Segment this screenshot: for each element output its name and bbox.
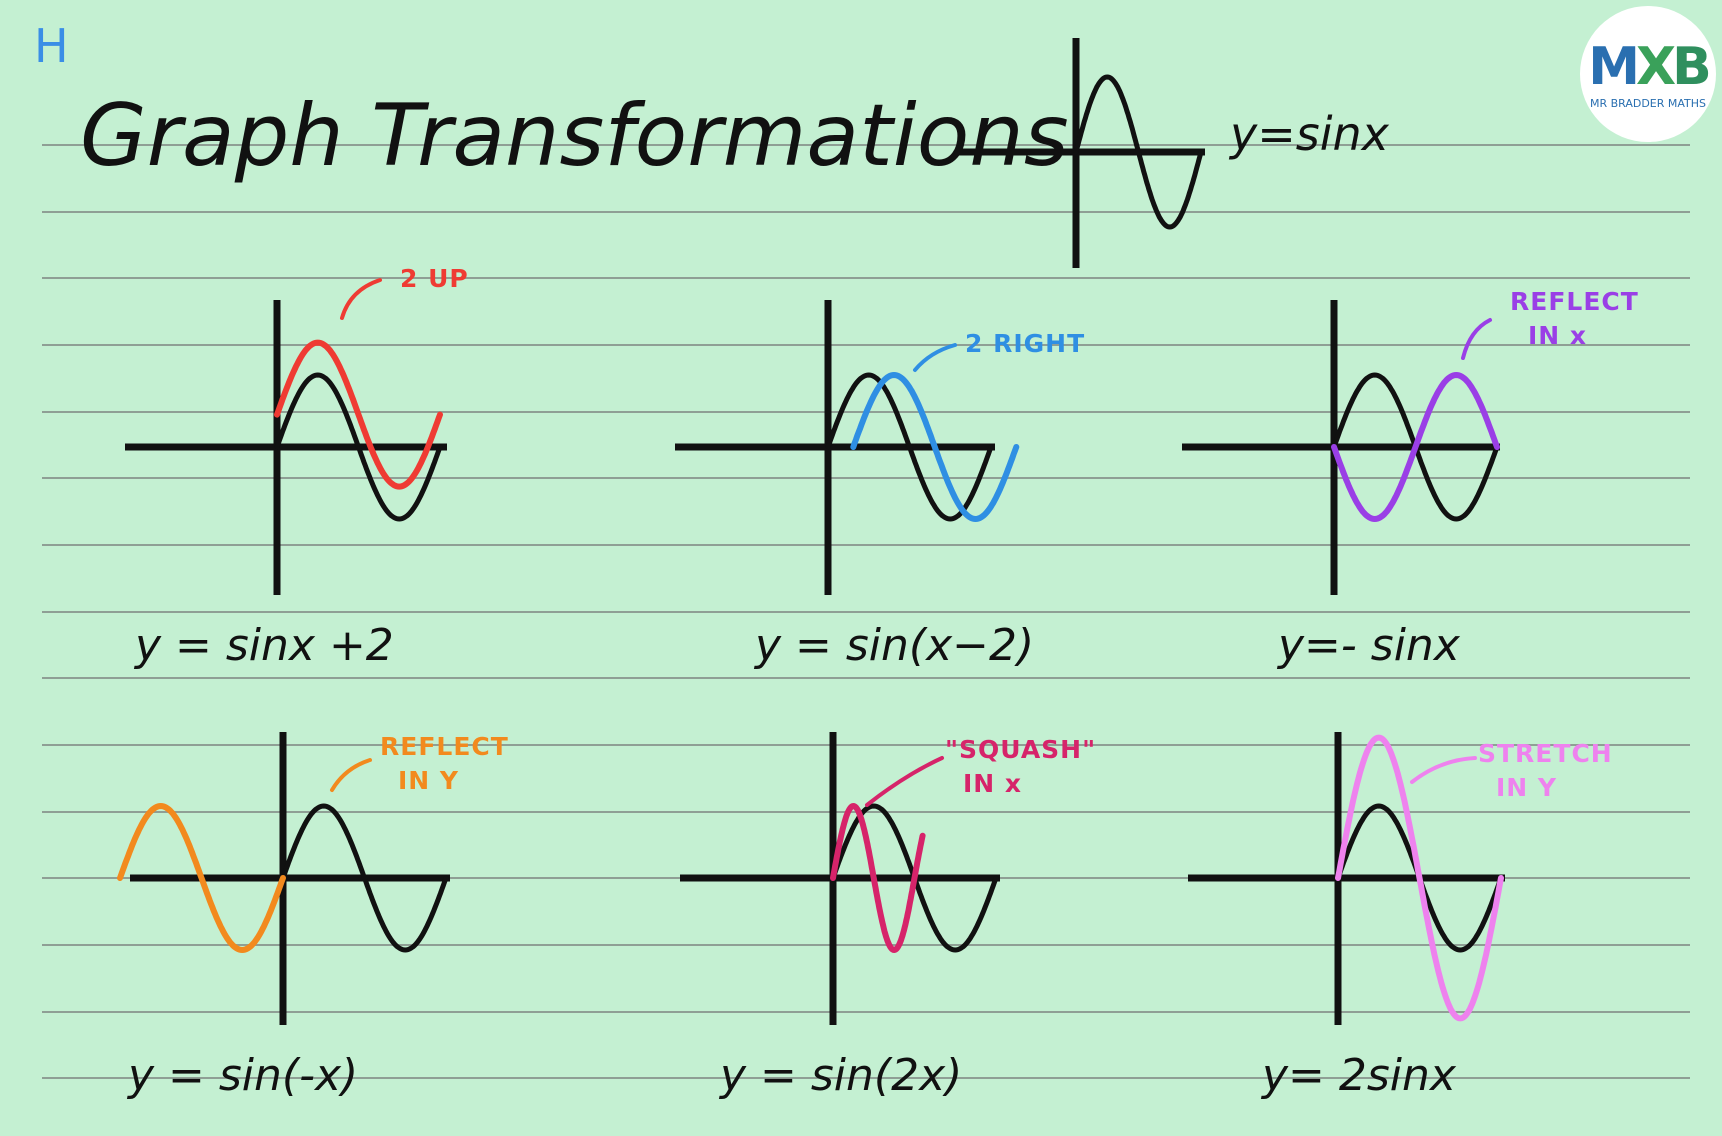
annotation-arrow [865, 756, 944, 807]
transformed-curve [274, 339, 443, 490]
annotation-text: "SQUASH" [945, 735, 1096, 764]
annotation-text: 2 RIGHT [965, 329, 1085, 358]
annotation-text: IN x [1528, 321, 1587, 350]
equation-label: y= 2sinx [1260, 1050, 1457, 1101]
transformed-curve [117, 802, 286, 954]
annotation-text: IN x [963, 769, 1022, 798]
equation-label: y = sin(-x) [126, 1050, 358, 1101]
equation-label: y=- sinx [1276, 620, 1461, 671]
panel-right: 2 RIGHT y = sin(x−2) [675, 300, 1085, 671]
equation-label: y = sinx +2 [133, 620, 394, 671]
transformation-panels: 2 UP y = sinx +2 2 RIGHT y = sin(x−2) REFLEC… [117, 264, 1639, 1101]
panel-reflect-y: REFLECT IN Y y = sin(-x) [117, 732, 509, 1101]
base-graph-label: y=sinx [1228, 107, 1390, 161]
annotation-text: 2 UP [400, 264, 469, 293]
page-title: Graph Transformations [80, 86, 1069, 186]
logo-mark: MXB [1588, 36, 1711, 97]
annotation-text: REFLECT [1510, 287, 1639, 316]
original-curve [280, 803, 449, 953]
mxb-logo: MXB MR BRADDER MATHS [1580, 6, 1716, 142]
annotation-text: IN Y [398, 766, 459, 795]
transformed-curve [830, 802, 926, 954]
panel-stretch: STRETCH IN Y y= 2sinx [1188, 732, 1613, 1101]
annotation-arrow [913, 343, 957, 372]
annotation-arrow [1410, 756, 1477, 784]
annotation-arrow [340, 278, 382, 320]
annotation-arrow [330, 758, 372, 792]
panel-up: 2 UP y = sinx +2 [125, 264, 469, 671]
logo-subtitle: MR BRADDER MATHS [1589, 96, 1707, 110]
annotation-arrow [1461, 318, 1492, 360]
original-curve [274, 372, 443, 522]
transformed-curve [1331, 371, 1500, 523]
transformed-curve [850, 371, 1020, 523]
equation-label: y = sin(2x) [718, 1050, 962, 1101]
base-sine-curve [1073, 74, 1204, 230]
panel-reflect-x: REFLECT IN x y=- sinx [1182, 287, 1639, 671]
equation-label: y = sin(x−2) [753, 620, 1034, 671]
annotation-text: IN Y [1496, 773, 1557, 802]
transformed-curve [1335, 734, 1504, 1022]
panel-squash: "SQUASH" IN x y = sin(2x) [680, 732, 1096, 1101]
level-mark: H [34, 19, 69, 73]
annotation-text: REFLECT [380, 732, 509, 761]
annotation-text: STRETCH [1478, 739, 1613, 768]
base-sine-graph [955, 38, 1205, 268]
